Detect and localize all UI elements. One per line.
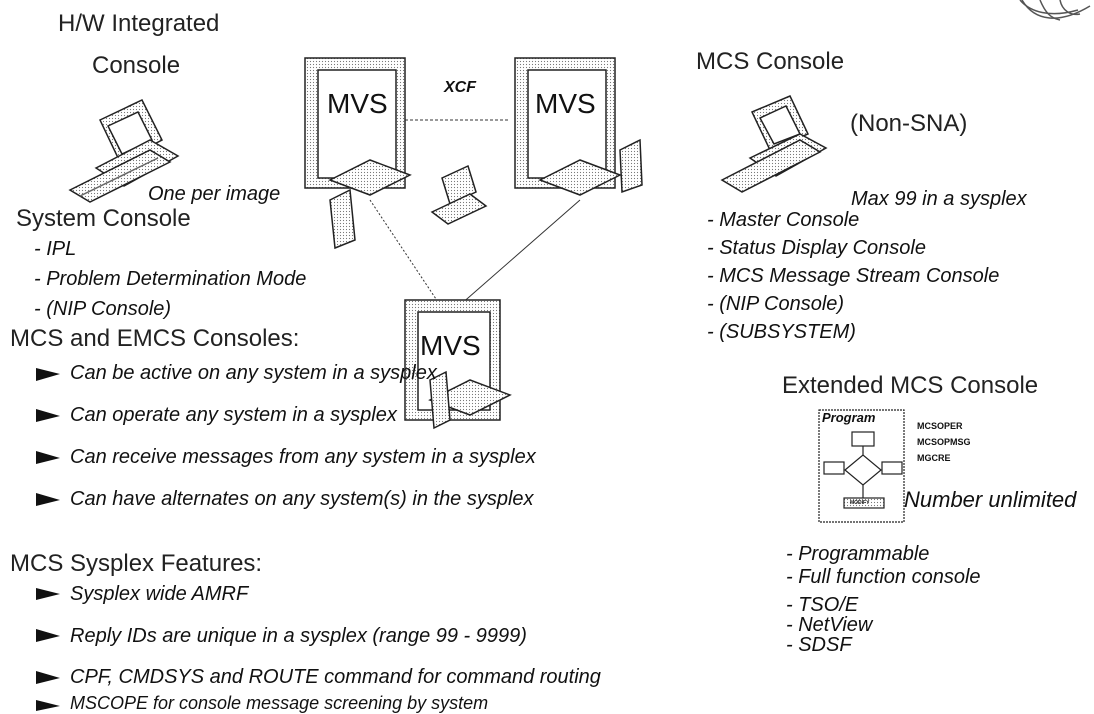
extended-item-1: - Programmable	[786, 543, 930, 565]
mvs-system-2	[514, 57, 643, 196]
system-console-item-3: - (NIP Console)	[34, 298, 172, 320]
extended-item-5: - SDSF	[786, 634, 852, 656]
extended-item-3: - TSO/E	[786, 594, 859, 616]
mvs-label-2: MVS	[535, 88, 596, 119]
system-console-title: System Console	[16, 205, 191, 232]
system-console-item-1: - IPL	[34, 238, 77, 260]
mcs-emcs-bullet-4: Can have alternates on any system(s) in …	[70, 488, 534, 510]
mcs-emcs-bullet-3: Can receive messages from any system in …	[70, 446, 536, 468]
extended-code-3: MGCRE	[917, 453, 951, 463]
extended-item-4: - NetView	[786, 614, 873, 636]
mvs-system-1	[304, 57, 412, 250]
mcs-console-title: MCS Console	[696, 48, 845, 75]
mvs-system-3	[404, 299, 512, 430]
mcs-max-note: Max 99 in a sysplex	[851, 188, 1027, 210]
extended-code-1: MCSOPER	[917, 421, 963, 431]
mcs-item-1: - Master Console	[707, 209, 860, 231]
extended-code-2: MCSOPMSG	[917, 437, 971, 447]
extended-item-2: - Full function console	[786, 566, 981, 588]
sysplex-feature-2: Reply IDs are unique in a sysplex (range…	[70, 625, 527, 647]
mcs-emcs-bullet-2: Can operate any system in a sysplex	[70, 404, 397, 426]
mcs-console-computer-icon	[720, 95, 828, 193]
globe-icon	[1019, 0, 1091, 21]
program-label: Program	[822, 410, 876, 425]
sysplex-feature-4: MSCOPE for console message screening by …	[70, 693, 489, 713]
mvs-label-1: MVS	[327, 88, 388, 119]
number-unlimited-note: Number unlimited	[904, 487, 1077, 512]
system-console-item-2: - Problem Determination Mode	[34, 268, 307, 290]
mcs-item-3: - MCS Message Stream Console	[707, 265, 1000, 287]
program-inner-label: MODIFY	[850, 500, 870, 506]
mcs-console-subtitle: (Non-SNA)	[850, 110, 968, 137]
sysplex-features-title: MCS Sysplex Features:	[10, 550, 263, 577]
mcs-item-4: - (NIP Console)	[707, 293, 845, 315]
mcs-item-2: - Status Display Console	[707, 237, 926, 259]
extended-mcs-title: Extended MCS Console	[782, 372, 1039, 399]
mcs-emcs-title: MCS and EMCS Consoles:	[10, 325, 300, 352]
bullet-arrows	[36, 368, 60, 711]
sysplex-feature-3: CPF, CMDSYS and ROUTE command for comman…	[70, 666, 601, 688]
program-box	[818, 409, 905, 523]
laptop-icon	[430, 164, 488, 225]
hw-console-computer-icon	[68, 99, 180, 203]
hw-console-title-line1: H/W Integrated	[58, 10, 220, 37]
hw-console-title-line2: Console	[92, 52, 181, 79]
xcf-label: XCF	[441, 79, 479, 97]
mcs-item-5: - (SUBSYSTEM)	[707, 321, 856, 343]
sysplex-feature-1: Sysplex wide AMRF	[70, 583, 249, 605]
mcs-emcs-bullet-1: Can be active on any system in a sysplex	[70, 362, 437, 384]
one-per-image-note: One per image	[148, 183, 281, 205]
mvs-label-3: MVS	[420, 330, 481, 361]
